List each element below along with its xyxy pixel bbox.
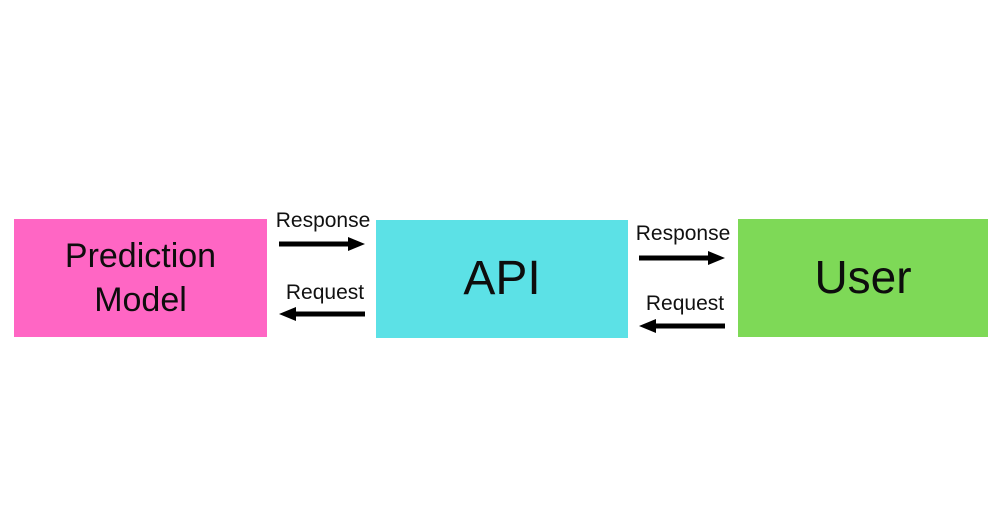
arrow-right-icon bbox=[279, 237, 365, 251]
node-api-label: API bbox=[463, 251, 541, 305]
request-label-api-user: Request bbox=[645, 292, 725, 315]
response-label-api-user: Response bbox=[635, 222, 731, 245]
arrow-right-icon bbox=[639, 251, 725, 265]
response-label-model-api: Response bbox=[275, 209, 371, 232]
node-user-label: User bbox=[814, 251, 912, 304]
request-label-model-api: Request bbox=[285, 281, 365, 304]
arrow-left-icon bbox=[639, 319, 725, 333]
node-api: API bbox=[376, 220, 628, 338]
node-prediction-model-label: Prediction Model bbox=[64, 236, 217, 319]
node-user: User bbox=[738, 219, 988, 337]
arrow-left-icon bbox=[279, 307, 365, 321]
node-prediction-model: Prediction Model bbox=[14, 219, 267, 337]
